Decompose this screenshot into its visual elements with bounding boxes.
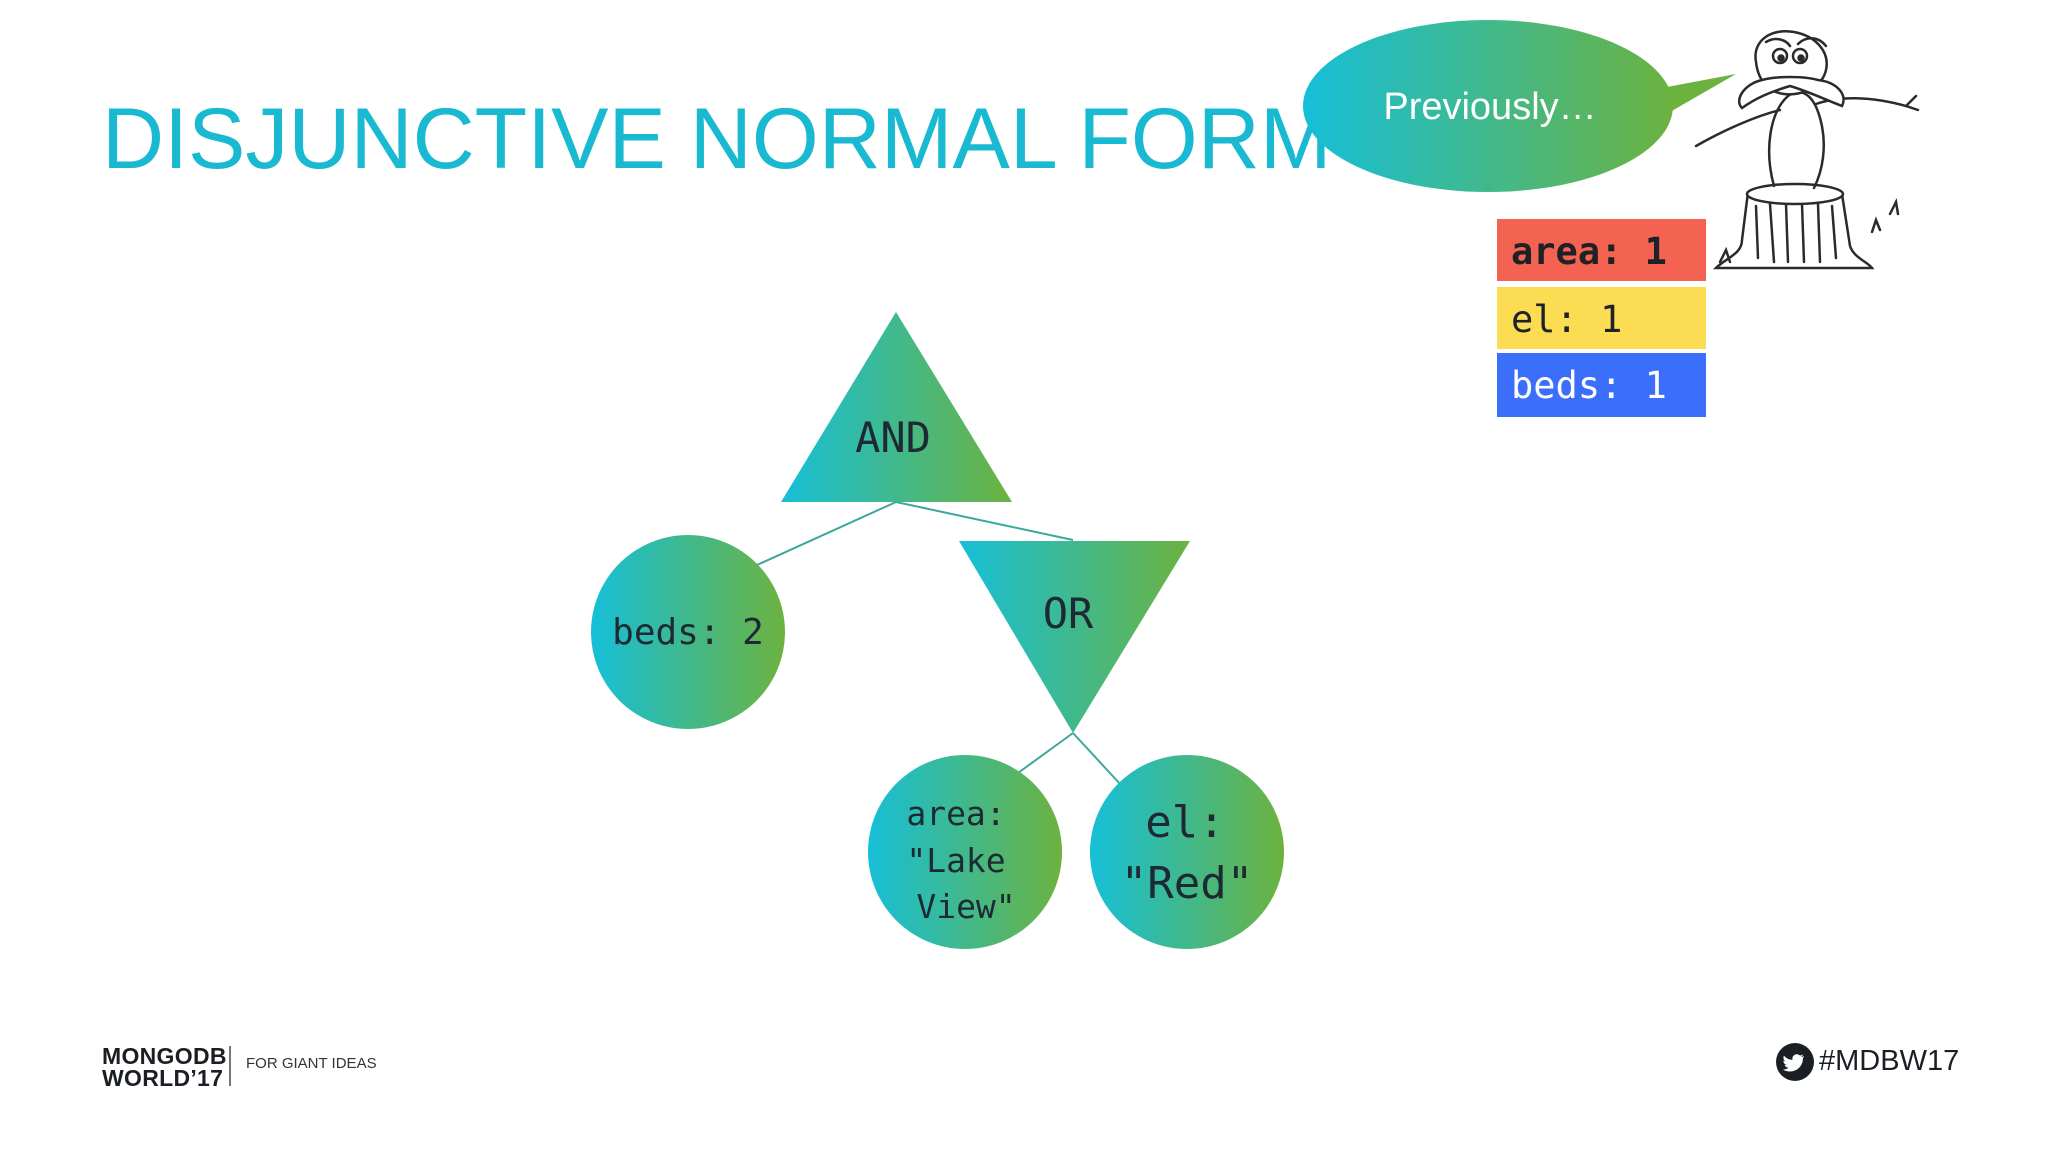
beds-leaf-circle — [591, 535, 785, 729]
index-entry-area-bg — [1497, 219, 1706, 281]
beds-leaf-node: beds: 2 — [591, 535, 785, 729]
or-node: OR — [959, 541, 1190, 733]
edge-and-beds — [756, 501, 897, 566]
logo-line-1: MONGODB — [102, 1043, 227, 1069]
beds-leaf-label: beds: 2 — [612, 612, 764, 653]
index-entry-el-label: el: 1 — [1511, 298, 1622, 341]
area-leaf-circle — [868, 755, 1062, 949]
index-entry-el: el: 1 — [1497, 287, 1706, 349]
footer-tagline: FOR GIANT IDEAS — [246, 1055, 377, 1072]
el-leaf-circle — [1090, 755, 1284, 949]
edge-or-area — [1017, 732, 1074, 774]
index-entry-beds-label: beds: 1 — [1511, 364, 1667, 407]
index-entry-area: area: 1 — [1497, 219, 1706, 281]
tree-connectors — [756, 501, 1122, 786]
index-entry-beds-bg — [1497, 353, 1706, 417]
el-leaf-node: el: "Red" — [1090, 755, 1284, 949]
el-leaf-label-line2: "Red" — [1121, 858, 1253, 909]
index-entry-el-bg — [1497, 287, 1706, 349]
index-entry-area-label: area: 1 — [1511, 230, 1667, 273]
area-leaf-label-line3: View" — [916, 887, 1015, 926]
edge-and-or — [895, 501, 1074, 541]
area-leaf-label-line1: area: — [906, 794, 1005, 833]
and-node: AND — [781, 312, 1012, 502]
area-leaf-label-line2: "Lake — [906, 841, 1005, 880]
mongodb-world-logo: MONGODB WORLD’17 — [102, 1043, 227, 1091]
twitter-bird-icon — [1776, 1043, 1814, 1081]
index-entry-beds: beds: 1 — [1497, 353, 1706, 417]
area-leaf-node: area: "Lake View" — [868, 755, 1062, 949]
logo-line-2: WORLD’17 — [102, 1065, 224, 1091]
and-node-label: AND — [855, 413, 931, 462]
twitter-bird-glyph — [1783, 1054, 1804, 1072]
el-leaf-label-line1: el: — [1145, 797, 1224, 848]
slide-title: DISJUNCTIVE NORMAL FORM — [102, 91, 1332, 187]
or-node-label: OR — [1043, 589, 1094, 638]
and-triangle — [781, 312, 1012, 502]
footer-hashtag: #MDBW17 — [1819, 1045, 1960, 1077]
speech-bubble-body — [1303, 20, 1673, 192]
speech-bubble: Previously… — [1303, 20, 1736, 192]
edge-or-el — [1072, 732, 1122, 786]
index-list: area: 1 el: 1 beds: 1 — [1497, 219, 1706, 417]
speech-bubble-text: Previously… — [1383, 86, 1596, 128]
lorax-character-illustration — [1694, 30, 1920, 270]
footer-divider — [229, 1046, 231, 1086]
or-triangle — [959, 541, 1190, 733]
